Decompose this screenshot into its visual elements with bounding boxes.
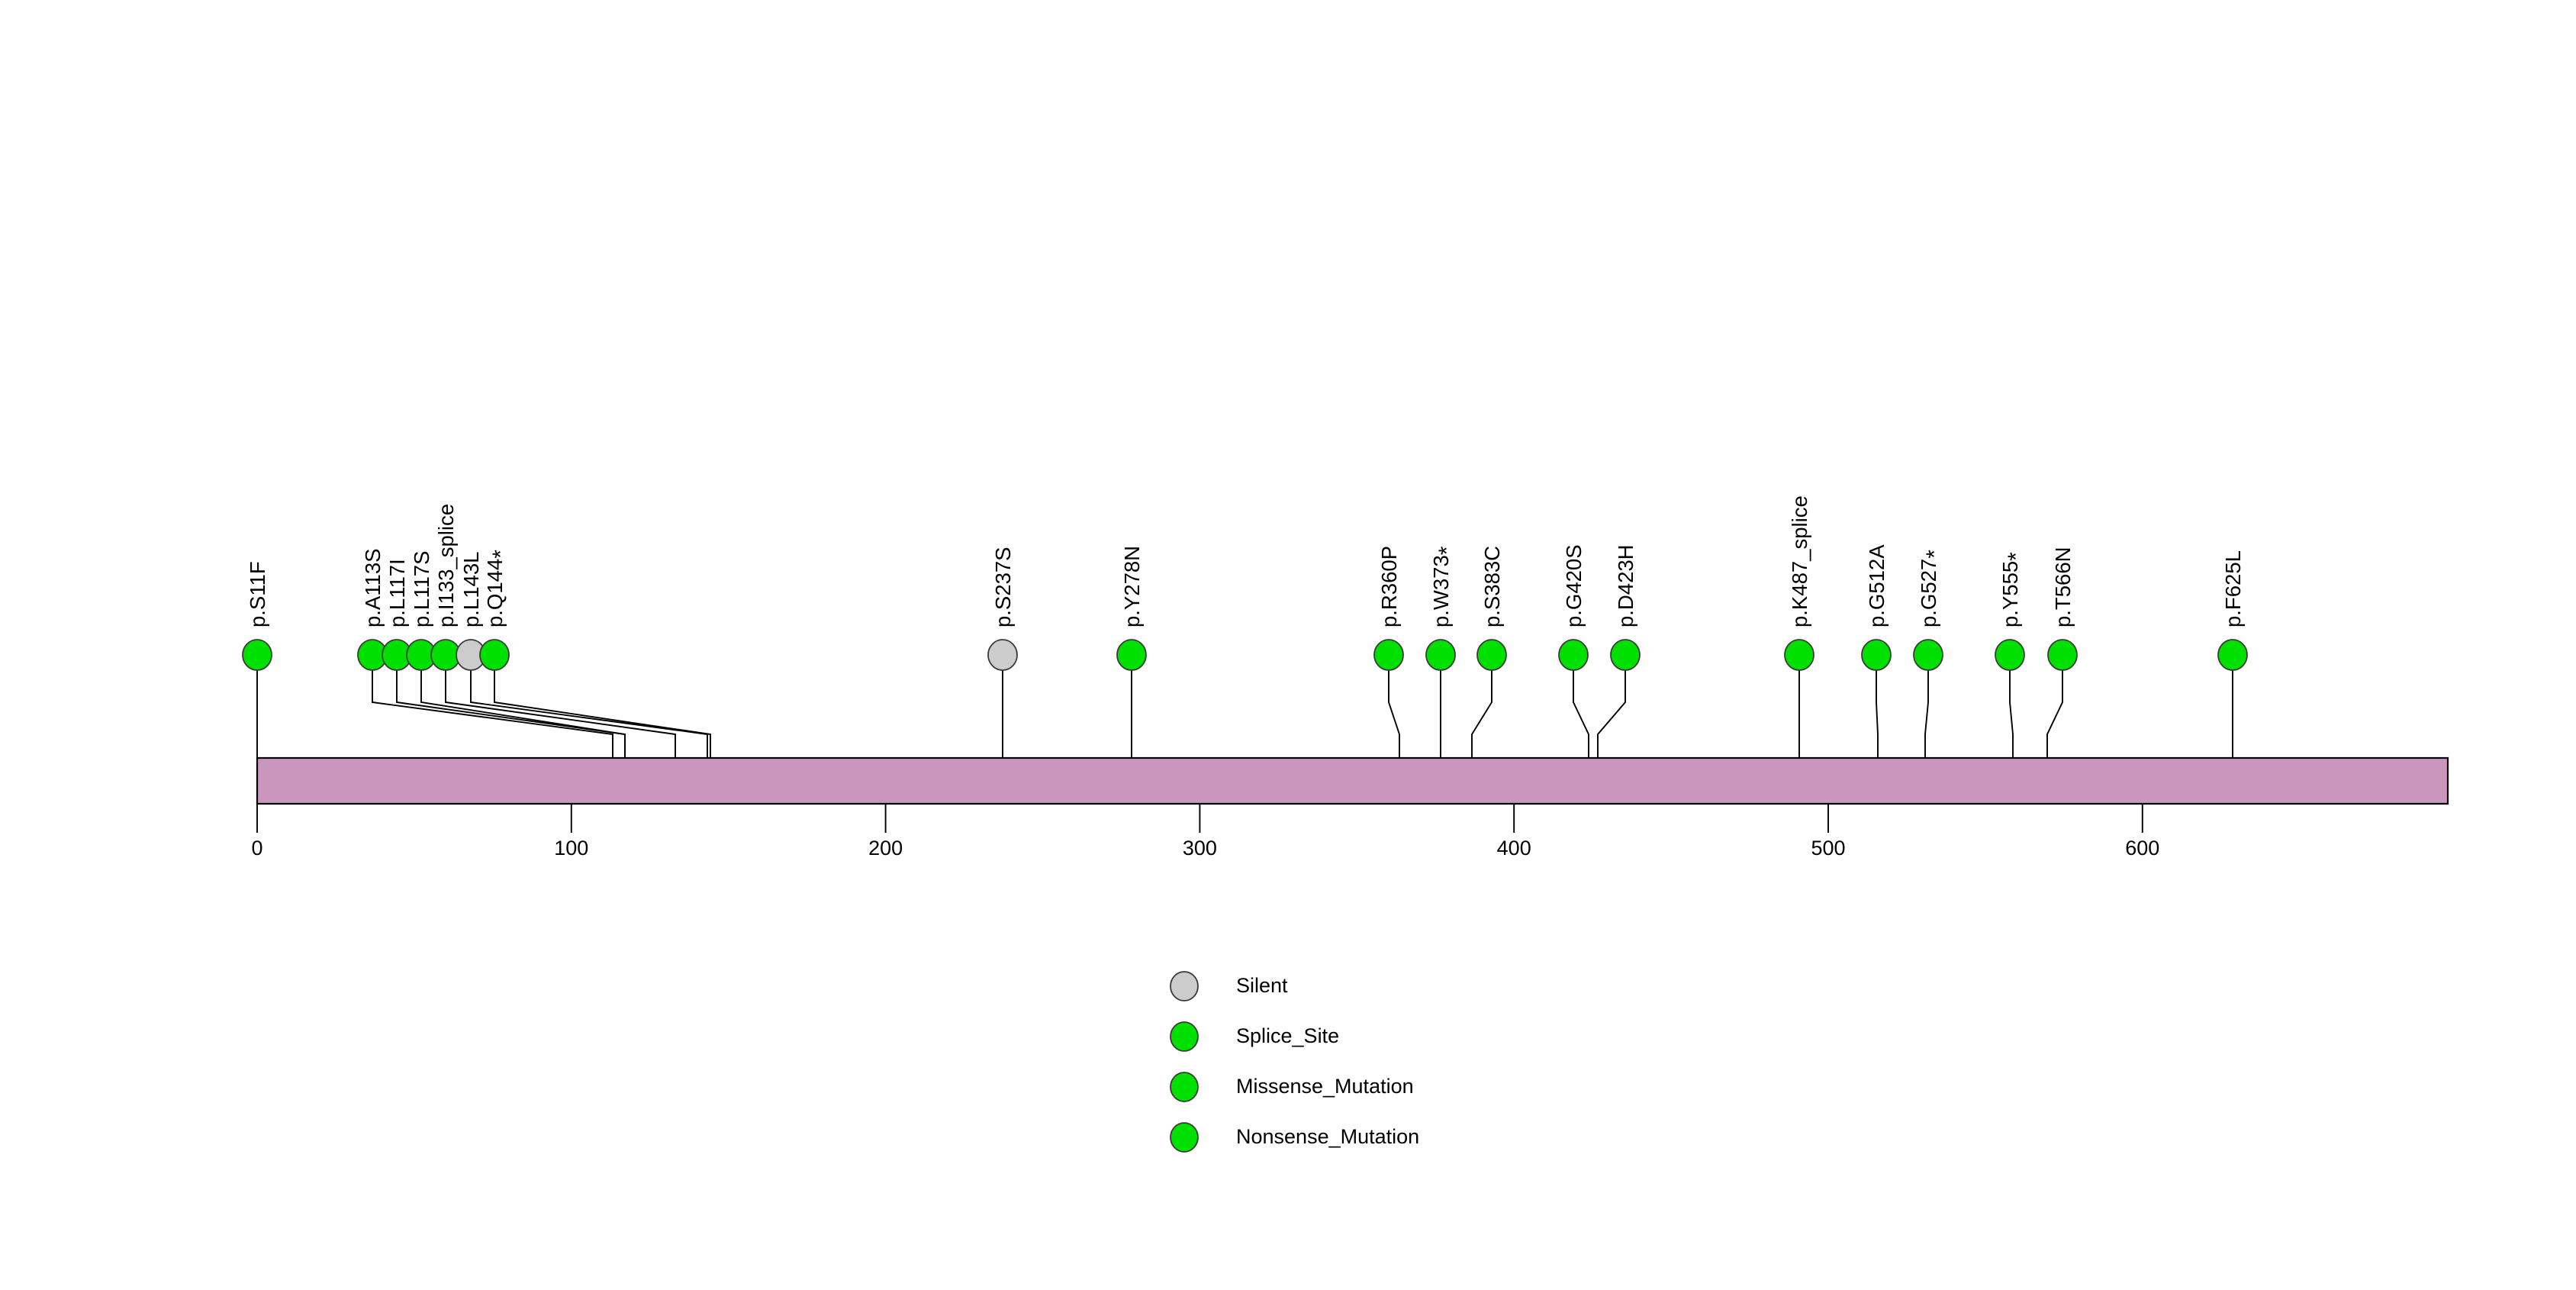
legend-swatch[interactable] <box>1170 1072 1199 1102</box>
mutation-label: p.F625L <box>2221 550 2245 627</box>
lollipop-marker[interactable]: p.G527* — Nonsense_Mutation <box>1913 639 1943 671</box>
mutation-label: p.Y278N <box>1120 546 1144 627</box>
lollipop-marker[interactable]: p.W373* — Nonsense_Mutation <box>1425 639 1456 671</box>
lollipop-marker[interactable]: p.Q144* — Nonsense_Mutation <box>479 639 510 671</box>
mutation-label: p.A113S <box>361 549 385 627</box>
mutation-label: p.I133_splice <box>434 504 458 627</box>
lollipop-marker[interactable]: p.T566N — Missense_Mutation <box>2047 639 2078 671</box>
mutation-label: p.Y555* <box>1998 552 2029 627</box>
mutation-label: p.L117S <box>410 551 433 627</box>
x-axis-tick-label: 400 <box>1497 837 1531 859</box>
legend-swatch[interactable] <box>1170 1122 1199 1153</box>
legend: SilentSplice_SiteMissense_MutationNonsen… <box>1170 971 1419 1153</box>
mutation-label: p.S237S <box>991 547 1015 627</box>
mutation-label: p.L143L <box>459 552 483 627</box>
mutation-label: p.Q144* <box>483 550 514 627</box>
lollipop-marker[interactable]: p.S11F — Missense_Mutation <box>242 639 272 671</box>
mutation-label: p.S383C <box>1480 546 1504 627</box>
x-axis-tick-label: 300 <box>1183 837 1217 859</box>
x-axis-tick-label: 500 <box>1811 837 1845 859</box>
mutation-label: p.D423H <box>1614 544 1637 627</box>
lollipop-marker[interactable]: p.R360P — Missense_Mutation <box>1373 639 1404 671</box>
lollipop-marker[interactable]: p.G420S — Missense_Mutation <box>1558 639 1589 671</box>
mutation-label: p.G512A <box>1865 544 1889 627</box>
legend-label: Splice_Site <box>1236 1024 1339 1047</box>
mutation-label: p.W373* <box>1429 546 1460 627</box>
legend-swatch[interactable] <box>1170 971 1199 1001</box>
lollipop-marker[interactable]: p.F625L — Missense_Mutation <box>2217 639 2248 671</box>
mutation-label: p.G420S <box>1562 544 1586 627</box>
legend-swatch[interactable] <box>1170 1021 1199 1052</box>
lollipop-marker[interactable]: p.Y555* — Nonsense_Mutation <box>1995 639 2025 671</box>
lollipop-marker[interactable]: p.S237S — Silent <box>987 639 1018 671</box>
lollipop-marker[interactable]: p.S383C — Missense_Mutation <box>1476 639 1507 671</box>
legend-label: Silent <box>1236 974 1288 997</box>
mutation-label: p.S11F <box>246 561 269 627</box>
x-axis-tick-label: 100 <box>554 837 588 859</box>
legend-label: Missense_Mutation <box>1236 1075 1414 1098</box>
x-axis-tick-label: 200 <box>868 837 903 859</box>
legend-label: Nonsense_Mutation <box>1236 1125 1419 1148</box>
lollipop-marker[interactable]: p.G512A — Missense_Mutation <box>1861 639 1892 671</box>
mutation-label: p.T566N <box>2051 547 2075 627</box>
protein-domain-bar <box>256 756 2449 805</box>
lollipop-marker[interactable]: p.Y278N — Missense_Mutation <box>1116 639 1147 671</box>
x-axis-tick-label: 0 <box>251 837 262 859</box>
mutation-label: p.G527* <box>1917 550 1947 627</box>
x-axis-tick-label: 600 <box>2125 837 2159 859</box>
lollipop-markers-group: p.S11F — Missense_Mutationp.A113S — Miss… <box>242 639 2248 671</box>
mutation-label: p.L117I <box>385 559 409 627</box>
mutation-label: p.K487_splice <box>1788 495 1811 627</box>
mutation-label: p.R360P <box>1377 546 1401 627</box>
x-axis: 0 100 200 300 400 500 600 <box>251 804 2159 859</box>
lollipop-marker[interactable]: p.D423H — Missense_Mutation <box>1610 639 1641 671</box>
lollipop-marker[interactable]: p.K487_splice — Splice_Site <box>1784 639 1814 671</box>
